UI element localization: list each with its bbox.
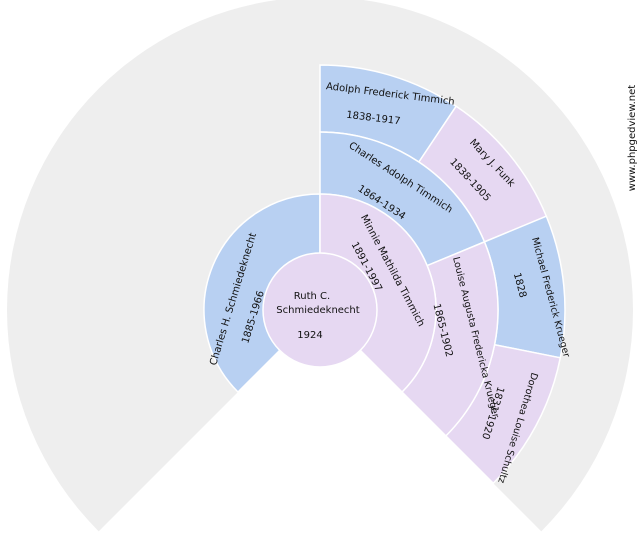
root-dates: 1924 xyxy=(297,330,322,341)
father-sector[interactable] xyxy=(203,193,321,394)
root-name-line-1: Ruth C. xyxy=(294,291,330,302)
root-person-circle[interactable] xyxy=(262,252,378,368)
root-name-line-2: Schmiedeknecht xyxy=(276,305,359,316)
watermark-text: www.phpgedview.net xyxy=(627,85,638,191)
mother-sector[interactable] xyxy=(319,193,437,394)
